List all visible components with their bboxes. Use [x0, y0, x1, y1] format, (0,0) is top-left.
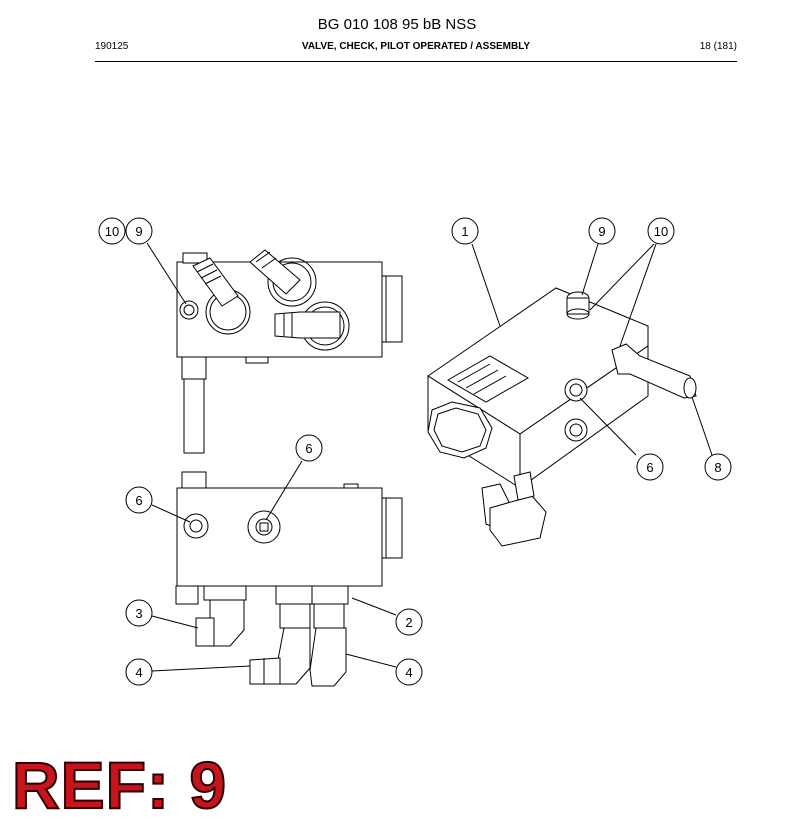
callout-1: 1 — [451, 217, 479, 245]
callout-label: 8 — [714, 460, 721, 475]
page-number: 18 (181) — [699, 41, 737, 52]
page-title: VALVE, CHECK, PILOT OPERATED / ASSEMBLY — [301, 41, 531, 52]
callout-4-right: 4 — [395, 658, 423, 686]
callout-label: 9 — [598, 224, 605, 239]
callout-6-front-left: 6 — [125, 486, 153, 514]
callout-label: 10 — [654, 224, 668, 239]
ref-label: REF: 9 — [11, 748, 228, 822]
callout-label: 9 — [135, 224, 142, 239]
header-row: 190125 VALVE, CHECK, PILOT OPERATED / AS… — [95, 41, 737, 55]
callout-8: 8 — [704, 453, 732, 481]
leader-lines — [146, 242, 713, 672]
callout-label: 3 — [135, 606, 142, 621]
callout-label: 10 — [105, 224, 119, 239]
callout-10-right: 10 — [647, 217, 675, 245]
callout-10-top-left: 10 — [98, 217, 126, 245]
callout-label: 4 — [405, 665, 412, 680]
callout-label: 6 — [305, 441, 312, 456]
callout-label: 6 — [646, 460, 653, 475]
header-divider — [95, 61, 737, 62]
doc-number: BG 010 108 95 bB NSS — [317, 16, 477, 33]
callout-label: 2 — [405, 615, 412, 630]
callout-4-left: 4 — [125, 658, 153, 686]
callout-9-right: 9 — [588, 217, 616, 245]
callout-label: 6 — [135, 493, 142, 508]
date-code: 190125 — [95, 41, 129, 52]
isometric-view — [427, 287, 697, 547]
callout-label: 4 — [135, 665, 142, 680]
front-view — [175, 471, 403, 687]
callout-3: 3 — [125, 599, 153, 627]
callout-label: 1 — [461, 224, 468, 239]
top-view — [176, 249, 403, 454]
callout-2: 2 — [395, 608, 423, 636]
callout-9-top-left: 9 — [125, 217, 153, 245]
callout-6-right: 6 — [636, 453, 664, 481]
callout-6-front-top: 6 — [295, 434, 323, 462]
